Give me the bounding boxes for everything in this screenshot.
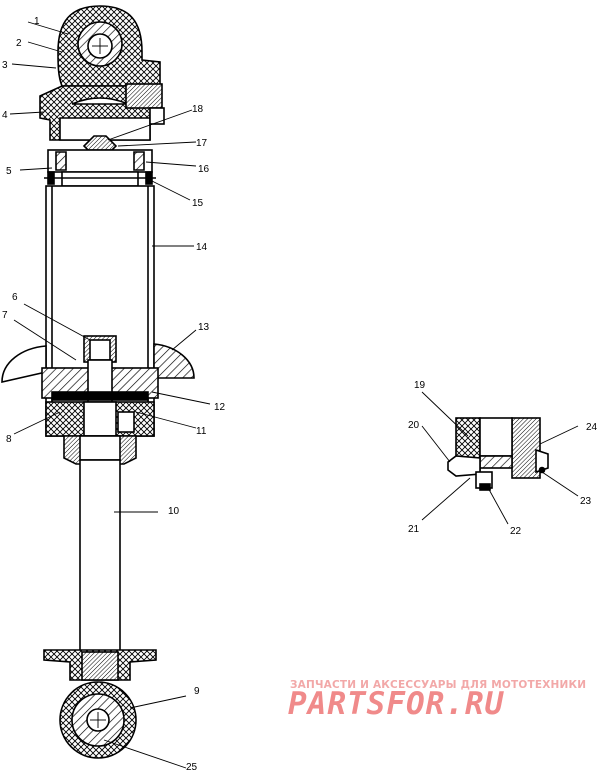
callout-18: 18 bbox=[192, 104, 204, 115]
callout-numbers: 1 2 3 4 5 6 7 8 9 10 11 12 13 14 15 16 1… bbox=[2, 16, 598, 770]
callout-20: 20 bbox=[408, 420, 420, 431]
callout-2: 2 bbox=[16, 38, 22, 49]
piston-rod bbox=[63, 435, 137, 657]
callout-1: 1 bbox=[34, 16, 40, 27]
piston-assembly bbox=[41, 335, 159, 437]
callout-22: 22 bbox=[510, 526, 522, 537]
reservoir-valve bbox=[44, 135, 156, 187]
top-cap bbox=[39, 83, 165, 141]
callout-8: 8 bbox=[6, 434, 12, 445]
callout-6: 6 bbox=[12, 292, 18, 303]
callout-16: 16 bbox=[198, 164, 210, 175]
callout-10: 10 bbox=[168, 506, 180, 517]
callout-11: 11 bbox=[196, 426, 207, 437]
callout-9: 9 bbox=[194, 686, 200, 697]
callout-4: 4 bbox=[2, 110, 8, 121]
callout-24: 24 bbox=[586, 422, 598, 433]
callout-21: 21 bbox=[408, 524, 420, 535]
leader-lines bbox=[9, 21, 579, 769]
seal-detail-view bbox=[447, 417, 549, 491]
callout-23: 23 bbox=[580, 496, 592, 507]
callout-12: 12 bbox=[214, 402, 226, 413]
bottom-bumper bbox=[43, 649, 157, 681]
callout-7: 7 bbox=[2, 310, 8, 321]
callout-3: 3 bbox=[2, 60, 8, 71]
callout-25: 25 bbox=[186, 762, 198, 770]
callout-15: 15 bbox=[192, 198, 204, 209]
callout-14: 14 bbox=[196, 242, 208, 253]
top-eye-assembly bbox=[57, 5, 161, 87]
callout-19: 19 bbox=[414, 380, 426, 391]
watermark-subtitle: ЗАПЧАСТИ И АКСЕССУАРЫ ДЛЯ МОТОТЕХНИКИ bbox=[290, 679, 587, 691]
spring-seats bbox=[1, 343, 195, 384]
callout-5: 5 bbox=[6, 166, 12, 177]
bottom-eye bbox=[59, 681, 137, 759]
callout-17: 17 bbox=[196, 138, 208, 149]
watermark-logo: PARTSFOR.RU bbox=[288, 686, 505, 722]
callout-13: 13 bbox=[198, 322, 210, 333]
